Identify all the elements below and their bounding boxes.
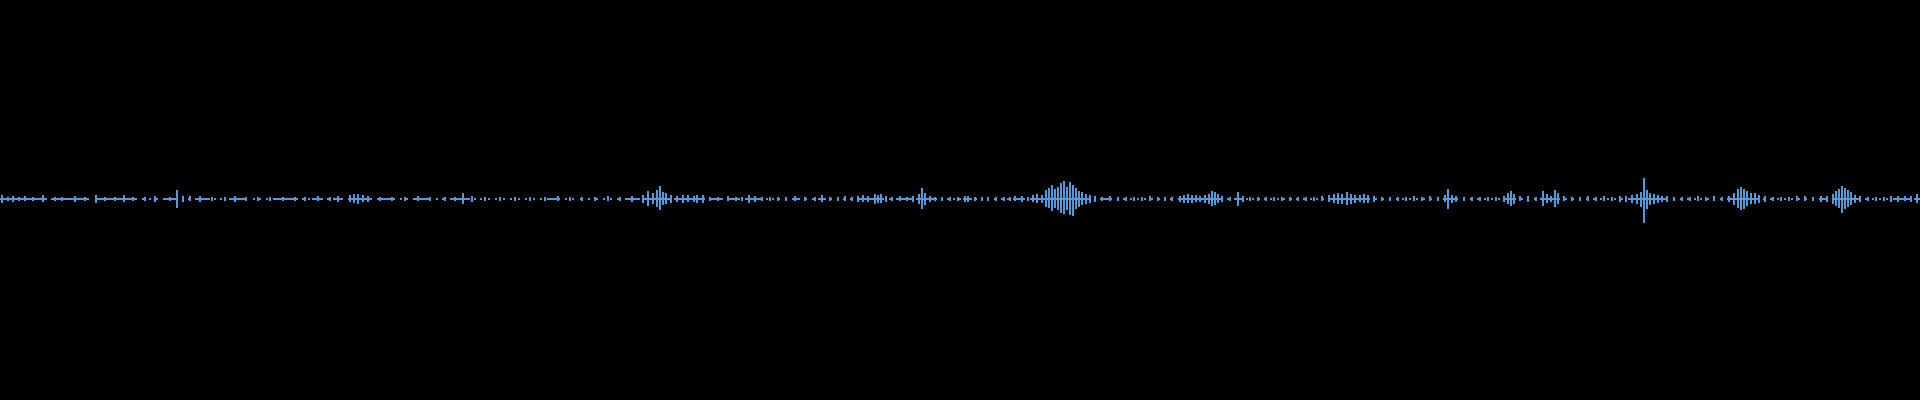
waveform-trace xyxy=(0,178,1920,223)
